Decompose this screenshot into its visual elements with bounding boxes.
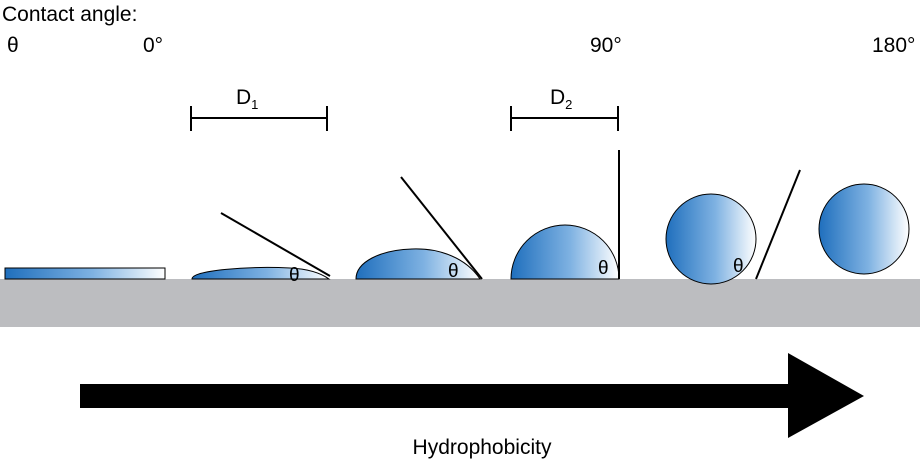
d2-subscript: 2 <box>565 97 572 112</box>
angle-180-label: 180° <box>872 34 915 57</box>
d2-letter: D <box>550 86 565 109</box>
d2-dimension-bracket <box>510 106 619 131</box>
droplet-low-angle <box>191 266 331 280</box>
droplet-0deg <box>4 267 166 280</box>
substrate-surface <box>0 279 920 327</box>
contact-angle-title: Contact angle: <box>2 3 137 26</box>
d1-label: D1 <box>236 86 258 112</box>
droplet-180deg <box>818 183 910 275</box>
hydrophobicity-arrow <box>80 353 864 438</box>
theta-symbol-label: θ <box>7 34 19 57</box>
d1-letter: D <box>236 86 251 109</box>
tangent-line-1 <box>220 212 331 277</box>
droplet-high-angle <box>665 193 757 285</box>
d2-label: D2 <box>550 86 572 112</box>
theta-label-3: θ <box>598 258 609 279</box>
tangent-line-2 <box>400 176 483 280</box>
theta-label-1: θ <box>289 265 300 286</box>
hydrophobicity-label: Hydrophobicity <box>413 436 552 459</box>
droplet-mid-angle <box>355 248 481 280</box>
d1-dimension-bracket <box>190 106 328 131</box>
angle-90-label: 90° <box>590 34 622 57</box>
droplet-90deg <box>510 224 620 280</box>
angle-0-label: 0° <box>143 34 163 57</box>
tangent-line-4 <box>755 169 801 280</box>
theta-label-2: θ <box>448 261 459 282</box>
theta-label-4: θ <box>733 256 744 277</box>
d1-subscript: 1 <box>251 97 258 112</box>
